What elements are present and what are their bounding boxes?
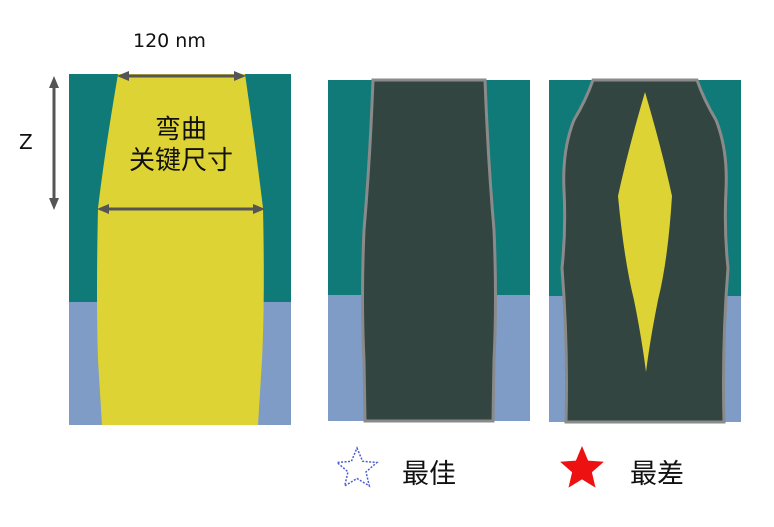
arrowhead-right (234, 71, 246, 81)
z-axis-label: Z (19, 130, 33, 154)
bow-label-line2: 关键尺寸 (128, 146, 233, 176)
legend-worst-label: 最差 (630, 459, 684, 490)
yellow-trench-fill (97, 74, 264, 425)
bow-cd-label: 弯曲 关键尺寸 (100, 115, 262, 177)
arrowhead-up (49, 76, 59, 88)
panel-best-profile (328, 78, 530, 423)
legend-best-label: 最佳 (402, 459, 456, 490)
arrowhead-down (49, 198, 59, 210)
panel-reference-profile (49, 71, 291, 425)
arrowhead-left (97, 204, 109, 214)
arrowhead-left (117, 71, 129, 81)
yellow-void (618, 92, 672, 372)
width-dimension-label: 120 nm (133, 30, 206, 52)
panel-worst-profile (549, 78, 741, 424)
outline-star-icon (335, 446, 379, 488)
bow-label-line1: 弯曲 (154, 115, 207, 145)
dark-trench-fill (361, 78, 497, 423)
arrowhead-right (253, 204, 265, 214)
filled-star-icon (560, 446, 604, 488)
